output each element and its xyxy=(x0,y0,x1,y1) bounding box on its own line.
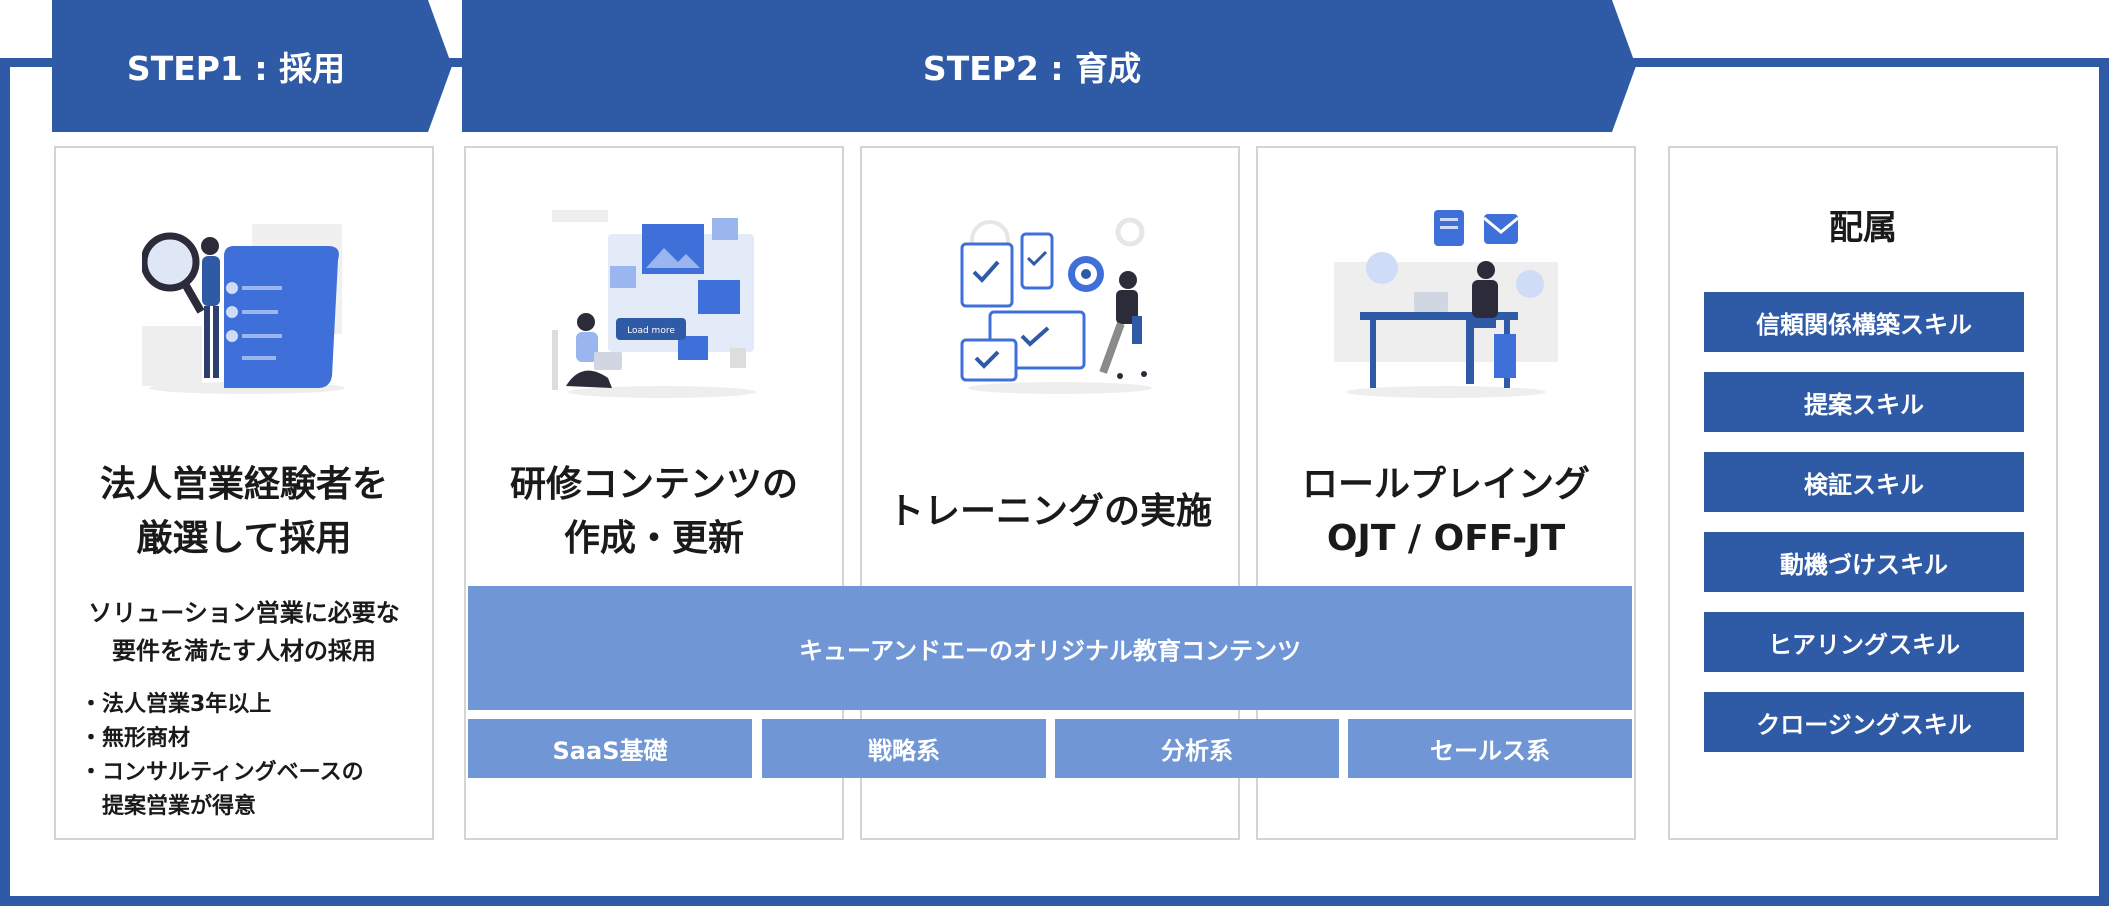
content-category-label: セールス系 xyxy=(1430,737,1550,765)
content-category-strategy: 戦略系 xyxy=(762,719,1046,778)
recruit-desc-line2: 要件を満たす人材の採用 xyxy=(112,637,376,665)
content-category-saas: SaaS基礎 xyxy=(468,719,752,778)
bullet-mark: ・ xyxy=(80,760,103,785)
skill-item: クロージングスキル xyxy=(1704,692,2024,752)
skill-label: ヒアリングスキル xyxy=(1768,630,1960,659)
roleplay-title-line2: OJT / OFF-JT xyxy=(1326,518,1566,559)
recruit-requirements-list: ・法人営業3年以上 ・無形商材 ・コンサルティングベースの 提案営業が得意 xyxy=(80,688,364,824)
content-editor-illustration: Load more xyxy=(552,210,756,398)
skill-item: 検証スキル xyxy=(1704,452,2024,512)
list-item-text: 無形商材 xyxy=(102,726,191,751)
recruiter-magnifier-illustration xyxy=(142,224,345,394)
content-category-label: SaaS基礎 xyxy=(552,737,668,765)
original-content-label: キューアンドエーのオリジナル教育コンテンツ xyxy=(798,636,1302,665)
list-item: ・法人営業3年以上 xyxy=(80,688,364,722)
skill-label: クロージングスキル xyxy=(1756,710,1972,739)
list-item-text: コンサルティングベースの xyxy=(102,760,364,785)
step1-banner: STEP1 : 採用 xyxy=(52,0,452,132)
assignment-card: 配属 信頼関係構築スキル 提案スキル 検証スキル 動機づけスキル ヒアリングスキ… xyxy=(1668,146,2058,840)
skill-item: 信頼関係構築スキル xyxy=(1704,292,2024,352)
content-category-label: 戦略系 xyxy=(868,737,940,765)
skill-item: 動機づけスキル xyxy=(1704,532,2024,592)
original-content-band: キューアンドエーのオリジナル教育コンテンツ xyxy=(468,586,1632,710)
roleplay-title-line1: ロールプレイング xyxy=(1301,464,1590,505)
training-title: トレーニングの実施 xyxy=(887,491,1212,532)
skill-label: 信頼関係構築スキル xyxy=(1756,310,1972,339)
skill-item: ヒアリングスキル xyxy=(1704,612,2024,672)
list-item-text: 提案営業が得意 xyxy=(102,794,257,819)
list-item-text: 法人営業3年以上 xyxy=(102,692,272,717)
recruit-desc-line1: ソリューション営業に必要な xyxy=(88,599,400,627)
skill-label: 動機づけスキル xyxy=(1780,550,1948,579)
recruit-title-line2: 厳選して採用 xyxy=(136,518,352,559)
list-item: ・無形商材 xyxy=(80,722,364,756)
training-dashboard-illustration xyxy=(960,217,1152,394)
list-item: ・コンサルティングベースの xyxy=(80,756,364,790)
assignment-title: 配属 xyxy=(1829,208,1897,248)
bullet-indent xyxy=(80,790,102,824)
skill-item: 提案スキル xyxy=(1704,372,2024,432)
step2-label: STEP2 : 育成 xyxy=(922,49,1142,88)
bullet-mark: ・ xyxy=(80,726,103,751)
load-more-label: Load more xyxy=(627,326,675,336)
content-category-sales: セールス系 xyxy=(1348,719,1632,778)
step1-label: STEP1 : 採用 xyxy=(126,49,346,88)
content-creation-title-line2: 作成・更新 xyxy=(563,518,744,559)
recruit-title-line1: 法人営業経験者を xyxy=(99,464,388,505)
content-category-label: 分析系 xyxy=(1161,737,1233,765)
content-creation-title-line1: 研修コンテンツの xyxy=(509,464,798,505)
skill-label: 提案スキル xyxy=(1804,390,1924,419)
skill-label: 検証スキル xyxy=(1804,470,1924,499)
content-category-analysis: 分析系 xyxy=(1055,719,1339,778)
list-item: 提案営業が得意 xyxy=(80,790,364,824)
recruit-description: ソリューション営業に必要な 要件を満たす人材の採用 xyxy=(56,594,432,670)
step2-banner: STEP2 : 育成 xyxy=(462,0,1636,132)
recruit-card: 法人営業経験者を 厳選して採用 ソリューション営業に必要な 要件を満たす人材の採… xyxy=(54,146,434,840)
bullet-mark: ・ xyxy=(80,692,103,717)
roleplay-desk-illustration xyxy=(1334,210,1558,398)
